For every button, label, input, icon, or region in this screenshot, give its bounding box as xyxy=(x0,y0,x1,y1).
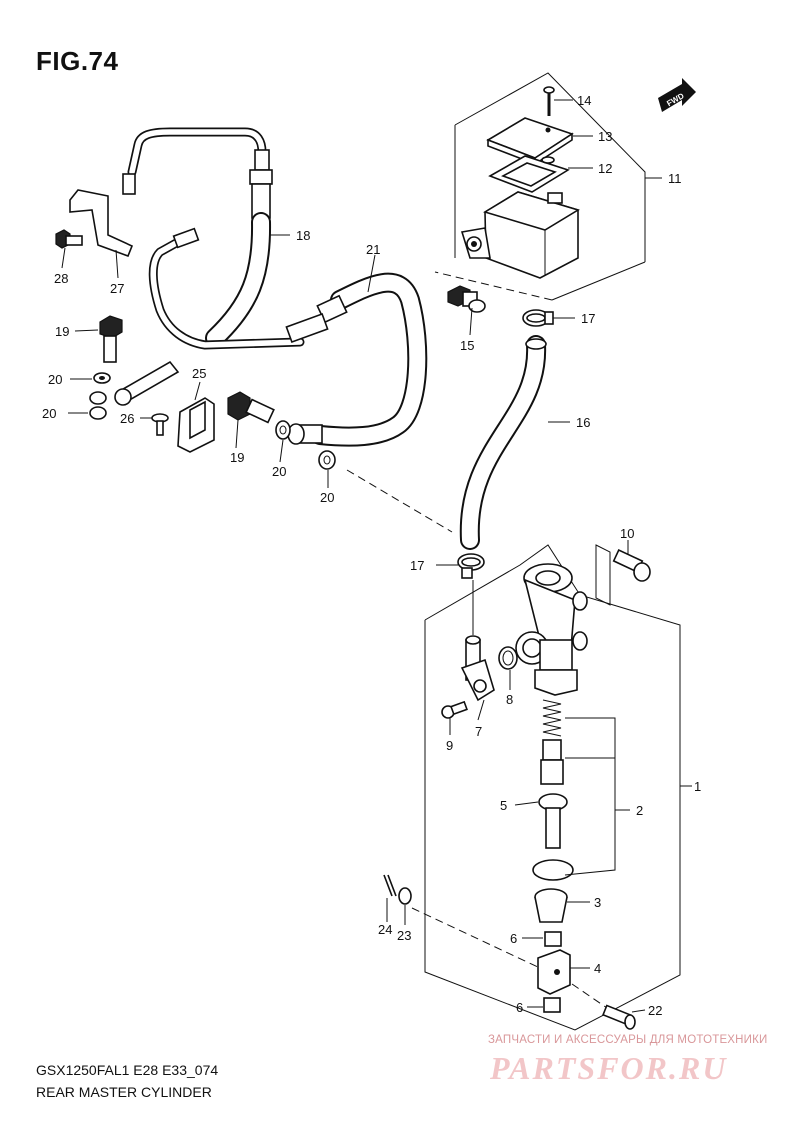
callout-19-right: 19 xyxy=(230,450,244,465)
brake-hose-21 xyxy=(285,272,428,447)
screw-26 xyxy=(151,413,169,436)
bracket-27 xyxy=(69,189,134,258)
leader-lines xyxy=(61,99,692,1013)
watermark-logo: PARTSFOR.RU xyxy=(490,1050,728,1086)
model-code: GSX1250FAL1 E28 E33_074 xyxy=(36,1062,219,1078)
callout-15: 15 xyxy=(460,338,474,353)
callout-13: 13 xyxy=(598,129,612,144)
callout-3: 3 xyxy=(594,895,601,910)
figure-title: FIG.74 xyxy=(36,46,119,76)
callout-17-bottom: 17 xyxy=(410,558,424,573)
reservoir-group-frame xyxy=(434,72,646,301)
callout-24: 24 xyxy=(378,922,392,937)
reservoir-body-11 xyxy=(460,191,580,279)
callout-14: 14 xyxy=(577,93,591,108)
callout-25: 25 xyxy=(192,366,206,381)
callout-4: 4 xyxy=(594,961,601,976)
callout-28: 28 xyxy=(54,271,68,286)
bolt-28 xyxy=(55,229,83,249)
o-ring-8 xyxy=(498,646,518,670)
callout-10: 10 xyxy=(620,526,634,541)
master-cylinder-body xyxy=(515,563,588,696)
brake-pipe-18 xyxy=(122,127,305,350)
hose-clamp-17-top xyxy=(522,309,554,327)
watermark-tagline: ЗАПЧАСТИ И АКСЕССУАРЫ ДЛЯ МОТОТЕХНИКИ xyxy=(488,1034,768,1046)
washer-20-right-lower xyxy=(318,450,336,470)
callout-18: 18 xyxy=(296,228,310,243)
master-cylinder-group-frame xyxy=(424,544,681,1031)
callout-12: 12 xyxy=(598,161,612,176)
nut-6-upper xyxy=(544,931,562,947)
boot-3 xyxy=(534,888,568,923)
callout-8: 8 xyxy=(506,692,513,707)
callout-27: 27 xyxy=(110,281,124,296)
piston-kit-2 xyxy=(532,699,574,881)
screw-9 xyxy=(441,700,468,719)
rod-end-joint-4 xyxy=(537,949,571,995)
bolt-10 xyxy=(595,544,651,606)
hose-connector-7 xyxy=(460,635,495,702)
hose-clamp-17-bottom xyxy=(457,553,485,579)
callout-5: 5 xyxy=(500,798,507,813)
reservoir-hose-16 xyxy=(459,335,547,550)
union-bolt-19-left xyxy=(99,315,123,363)
washer-20-left-upper xyxy=(93,372,111,384)
cotter-pin-24 xyxy=(383,874,397,897)
callout-7: 7 xyxy=(475,724,482,739)
callout-1: 1 xyxy=(694,779,701,794)
diaphragm-12 xyxy=(488,155,570,193)
callout-23: 23 xyxy=(397,928,411,943)
callout-20-left-lower: 20 xyxy=(42,406,56,421)
callout-6-lower: 6 xyxy=(516,1000,523,1015)
fwd-arrow-icon: FWD xyxy=(658,78,696,112)
callout-22: 22 xyxy=(648,1003,662,1018)
washer-20-left-lower xyxy=(89,391,107,420)
callout-6-upper: 6 xyxy=(510,931,517,946)
callout-21: 21 xyxy=(366,242,380,257)
callout-20-right-upper: 20 xyxy=(272,464,286,479)
union-bolt-19-right xyxy=(227,391,275,424)
washer-23 xyxy=(398,887,412,905)
callout-11: 11 xyxy=(668,171,682,186)
callout-17-top: 17 xyxy=(581,311,595,326)
banjo-fitting xyxy=(114,360,180,406)
callout-20-right-lower: 20 xyxy=(320,490,334,505)
callout-26: 26 xyxy=(120,411,134,426)
callout-labels: 1 2 3 4 5 6 6 7 8 9 10 11 12 13 14 15 16… xyxy=(42,93,701,1018)
callout-9: 9 xyxy=(446,738,453,753)
clevis-pin-22 xyxy=(571,983,636,1030)
washer-20-right-upper xyxy=(275,420,291,440)
bolt-15 xyxy=(447,285,486,313)
callout-2: 2 xyxy=(636,803,643,818)
screw-14 xyxy=(543,86,555,116)
callout-20-left-upper: 20 xyxy=(48,372,62,387)
hose-clamp-25 xyxy=(177,397,215,453)
nut-6-lower xyxy=(543,997,561,1013)
callout-16: 16 xyxy=(576,415,590,430)
figure-name: REAR MASTER CYLINDER xyxy=(36,1084,212,1100)
callout-19-left: 19 xyxy=(55,324,69,339)
